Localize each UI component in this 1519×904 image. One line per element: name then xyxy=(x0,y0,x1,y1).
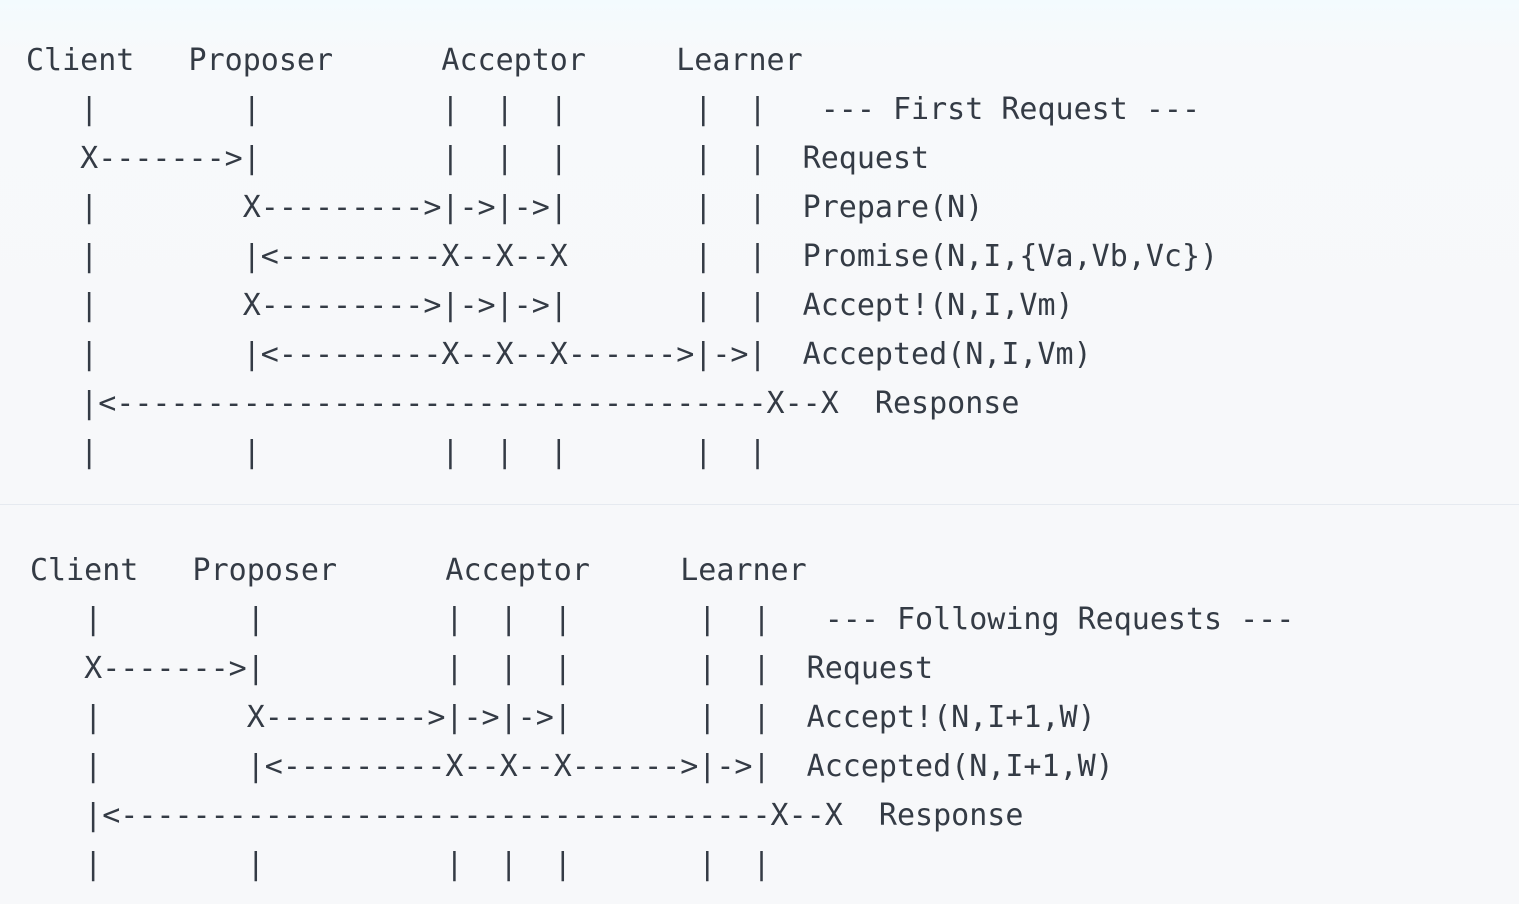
ascii-art-first-request: Client Proposer Acceptor Learner | | | |… xyxy=(26,43,1219,470)
ascii-art-following-requests: Client Proposer Acceptor Learner | | | |… xyxy=(30,553,1295,882)
diagram-block-first-request: Client Proposer Acceptor Learner | | | |… xyxy=(0,0,1519,505)
diagram-block-following-requests: Client Proposer Acceptor Learner | | | |… xyxy=(0,505,1519,904)
